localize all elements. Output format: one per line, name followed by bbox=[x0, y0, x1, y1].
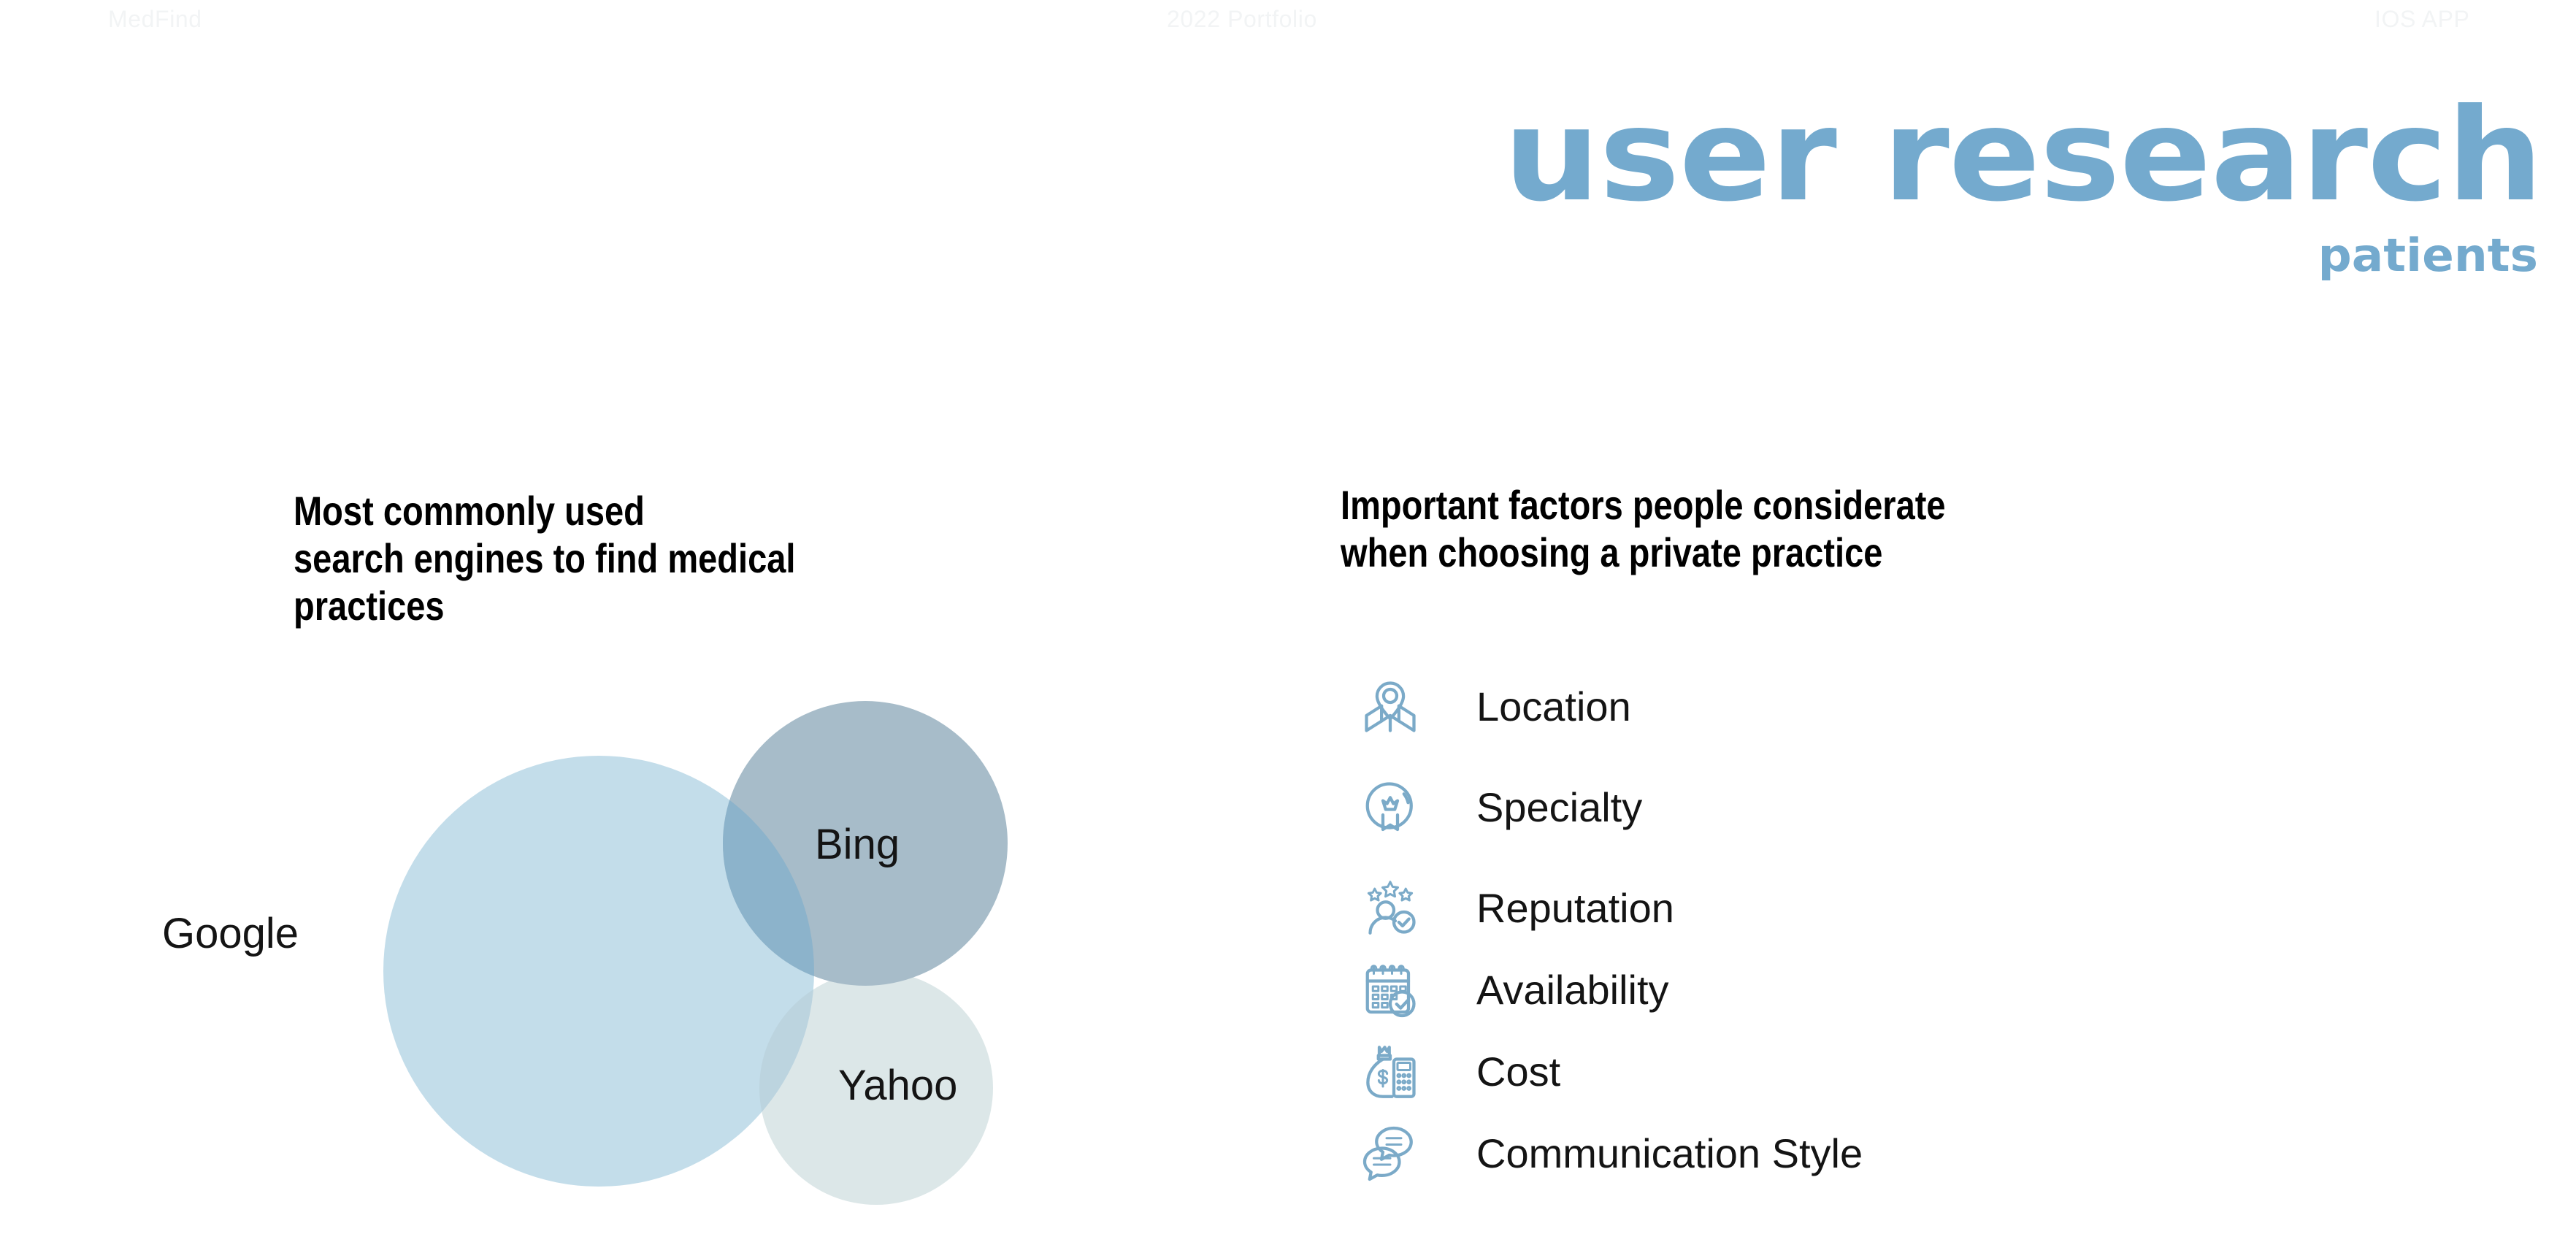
venn-label-yahoo: Yahoo bbox=[838, 1062, 958, 1109]
list-item-label: Location bbox=[1476, 683, 1631, 729]
list-item: Specialty bbox=[1357, 773, 2525, 843]
list-item: Cost bbox=[1357, 1037, 2525, 1107]
badge-crown-icon bbox=[1357, 774, 1424, 841]
meta-platform-tag: IOS APP bbox=[2374, 6, 2470, 32]
venn-diagram bbox=[380, 694, 1081, 1253]
venn-label-google: Google bbox=[162, 910, 299, 957]
meta-project-name: MedFind bbox=[108, 6, 202, 32]
list-item-label: Reputation bbox=[1476, 885, 1674, 931]
list-item-label: Communication Style bbox=[1476, 1130, 1863, 1176]
page-subtitle: patients bbox=[2318, 228, 2538, 282]
list-item-label: Cost bbox=[1476, 1049, 1561, 1095]
calendar-check-icon bbox=[1357, 957, 1424, 1024]
factor-list: Location Specialty Reputa bbox=[1357, 672, 2525, 1189]
meta-portfolio-year: 2022 Portfolio bbox=[1167, 6, 1317, 32]
venn-label-bing: Bing bbox=[815, 821, 900, 868]
chat-bubbles-icon bbox=[1357, 1120, 1424, 1187]
money-bag-calculator-icon bbox=[1357, 1038, 1424, 1106]
hero-block: user research patients bbox=[1301, 92, 2543, 278]
map-pin-icon bbox=[1357, 673, 1424, 740]
page-title: user research bbox=[1503, 82, 2543, 230]
list-item: Reputation bbox=[1357, 873, 2525, 943]
right-section-heading: Important factors people considerate whe… bbox=[1341, 482, 1946, 575]
list-item-label: Specialty bbox=[1476, 784, 1643, 830]
venn-circle-yahoo bbox=[759, 971, 993, 1205]
venn-circle-google bbox=[383, 756, 814, 1187]
left-section-heading: Most commonly used search engines to fin… bbox=[294, 488, 796, 629]
list-item: Availability bbox=[1357, 955, 2525, 1025]
list-item: Communication Style bbox=[1357, 1119, 2525, 1189]
slide-meta-bar: MedFind 2022 Portfolio IOS APP bbox=[0, 0, 2576, 42]
list-item: Location bbox=[1357, 672, 2525, 742]
list-item-label: Availability bbox=[1476, 967, 1669, 1013]
person-stars-check-icon bbox=[1357, 875, 1424, 942]
